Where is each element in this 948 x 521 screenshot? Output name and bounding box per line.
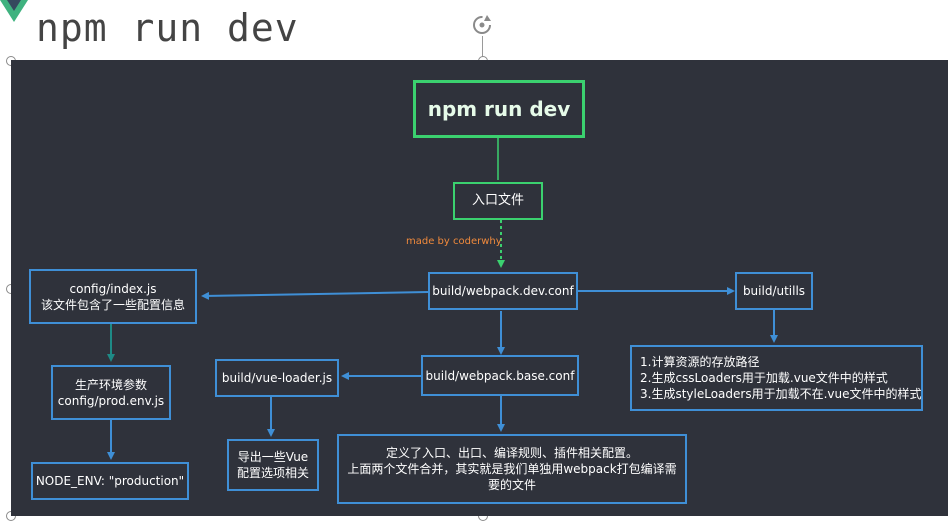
utils-notes-node: 1.计算资源的存放路径 2.生成cssLoaders用于加载.vue文件中的样式… (630, 345, 923, 411)
prod-env-line1: 生产环境参数 (74, 377, 147, 392)
vue-options-node: 导出一些Vue 配置选项相关 (227, 439, 319, 491)
node-env-node: NODE_ENV: "production" (31, 462, 189, 500)
vue-loader-label: build/vue-loader.js (221, 371, 333, 385)
base-notes-line2: 上面两个文件合并，其实就是我们单独用webpack打包编译需 (347, 462, 677, 476)
prod-env-node: 生产环境参数 config/prod.env.js (51, 365, 171, 420)
connector-devconf-config (201, 291, 429, 300)
config-index-line2: 该文件包含了一些配置信息 (40, 297, 185, 312)
npm-run-dev-label: npm run dev (427, 97, 571, 121)
vue-logo-icon (0, 0, 28, 22)
webpack-base-conf-node: build/webpack.base.conf (421, 355, 579, 396)
base-notes-line3: 要的文件 (487, 478, 536, 492)
vue-loader-node: build/vue-loader.js (215, 359, 339, 397)
webpack-dev-conf-node: build/webpack.dev.conf (428, 272, 578, 310)
base-conf-notes-node: 定义了入口、出口、编译规则、插件相关配置。 上面两个文件合并，其实就是我们单独用… (337, 434, 687, 504)
rotate-handle-stem (482, 36, 483, 60)
build-utils-node: build/utills (735, 272, 813, 310)
config-index-node: config/index.js 该文件包含了一些配置信息 (29, 269, 197, 324)
webpack-dev-conf-label: build/webpack.dev.conf (432, 284, 574, 298)
entry-file-label: 入口文件 (471, 193, 524, 208)
npm-run-dev-node: npm run dev (413, 80, 585, 138)
credit-label: made by coderwhy (406, 236, 502, 247)
utils-notes-line2: 2.生成cssLoaders用于加载.vue文件中的样式 (640, 371, 888, 385)
prod-env-line2: config/prod.env.js (57, 393, 165, 408)
vue-options-line1: 导出一些Vue (237, 450, 309, 464)
entry-file-node: 入口文件 (453, 182, 543, 220)
webpack-base-conf-label: build/webpack.base.conf (425, 368, 575, 383)
slide-title: npm run dev (36, 6, 299, 50)
diagram-canvas[interactable]: npm run dev 入口文件 made by coderwhy build/… (11, 60, 948, 516)
rotate-handle-icon[interactable] (470, 13, 494, 37)
node-env-label: NODE_ENV: "production" (35, 474, 185, 488)
vue-options-line2: 配置选项相关 (236, 466, 309, 480)
config-index-line1: config/index.js (69, 281, 157, 296)
utils-notes-line1: 1.计算资源的存放路径 (640, 355, 760, 369)
build-utils-label: build/utills (742, 284, 806, 298)
base-notes-line1: 定义了入口、出口、编译规则、插件相关配置。 (385, 446, 638, 460)
connector-layer (107, 138, 778, 460)
utils-notes-line3: 3.生成styleLoaders用于加载不在.vue文件中的样式 (640, 387, 922, 401)
